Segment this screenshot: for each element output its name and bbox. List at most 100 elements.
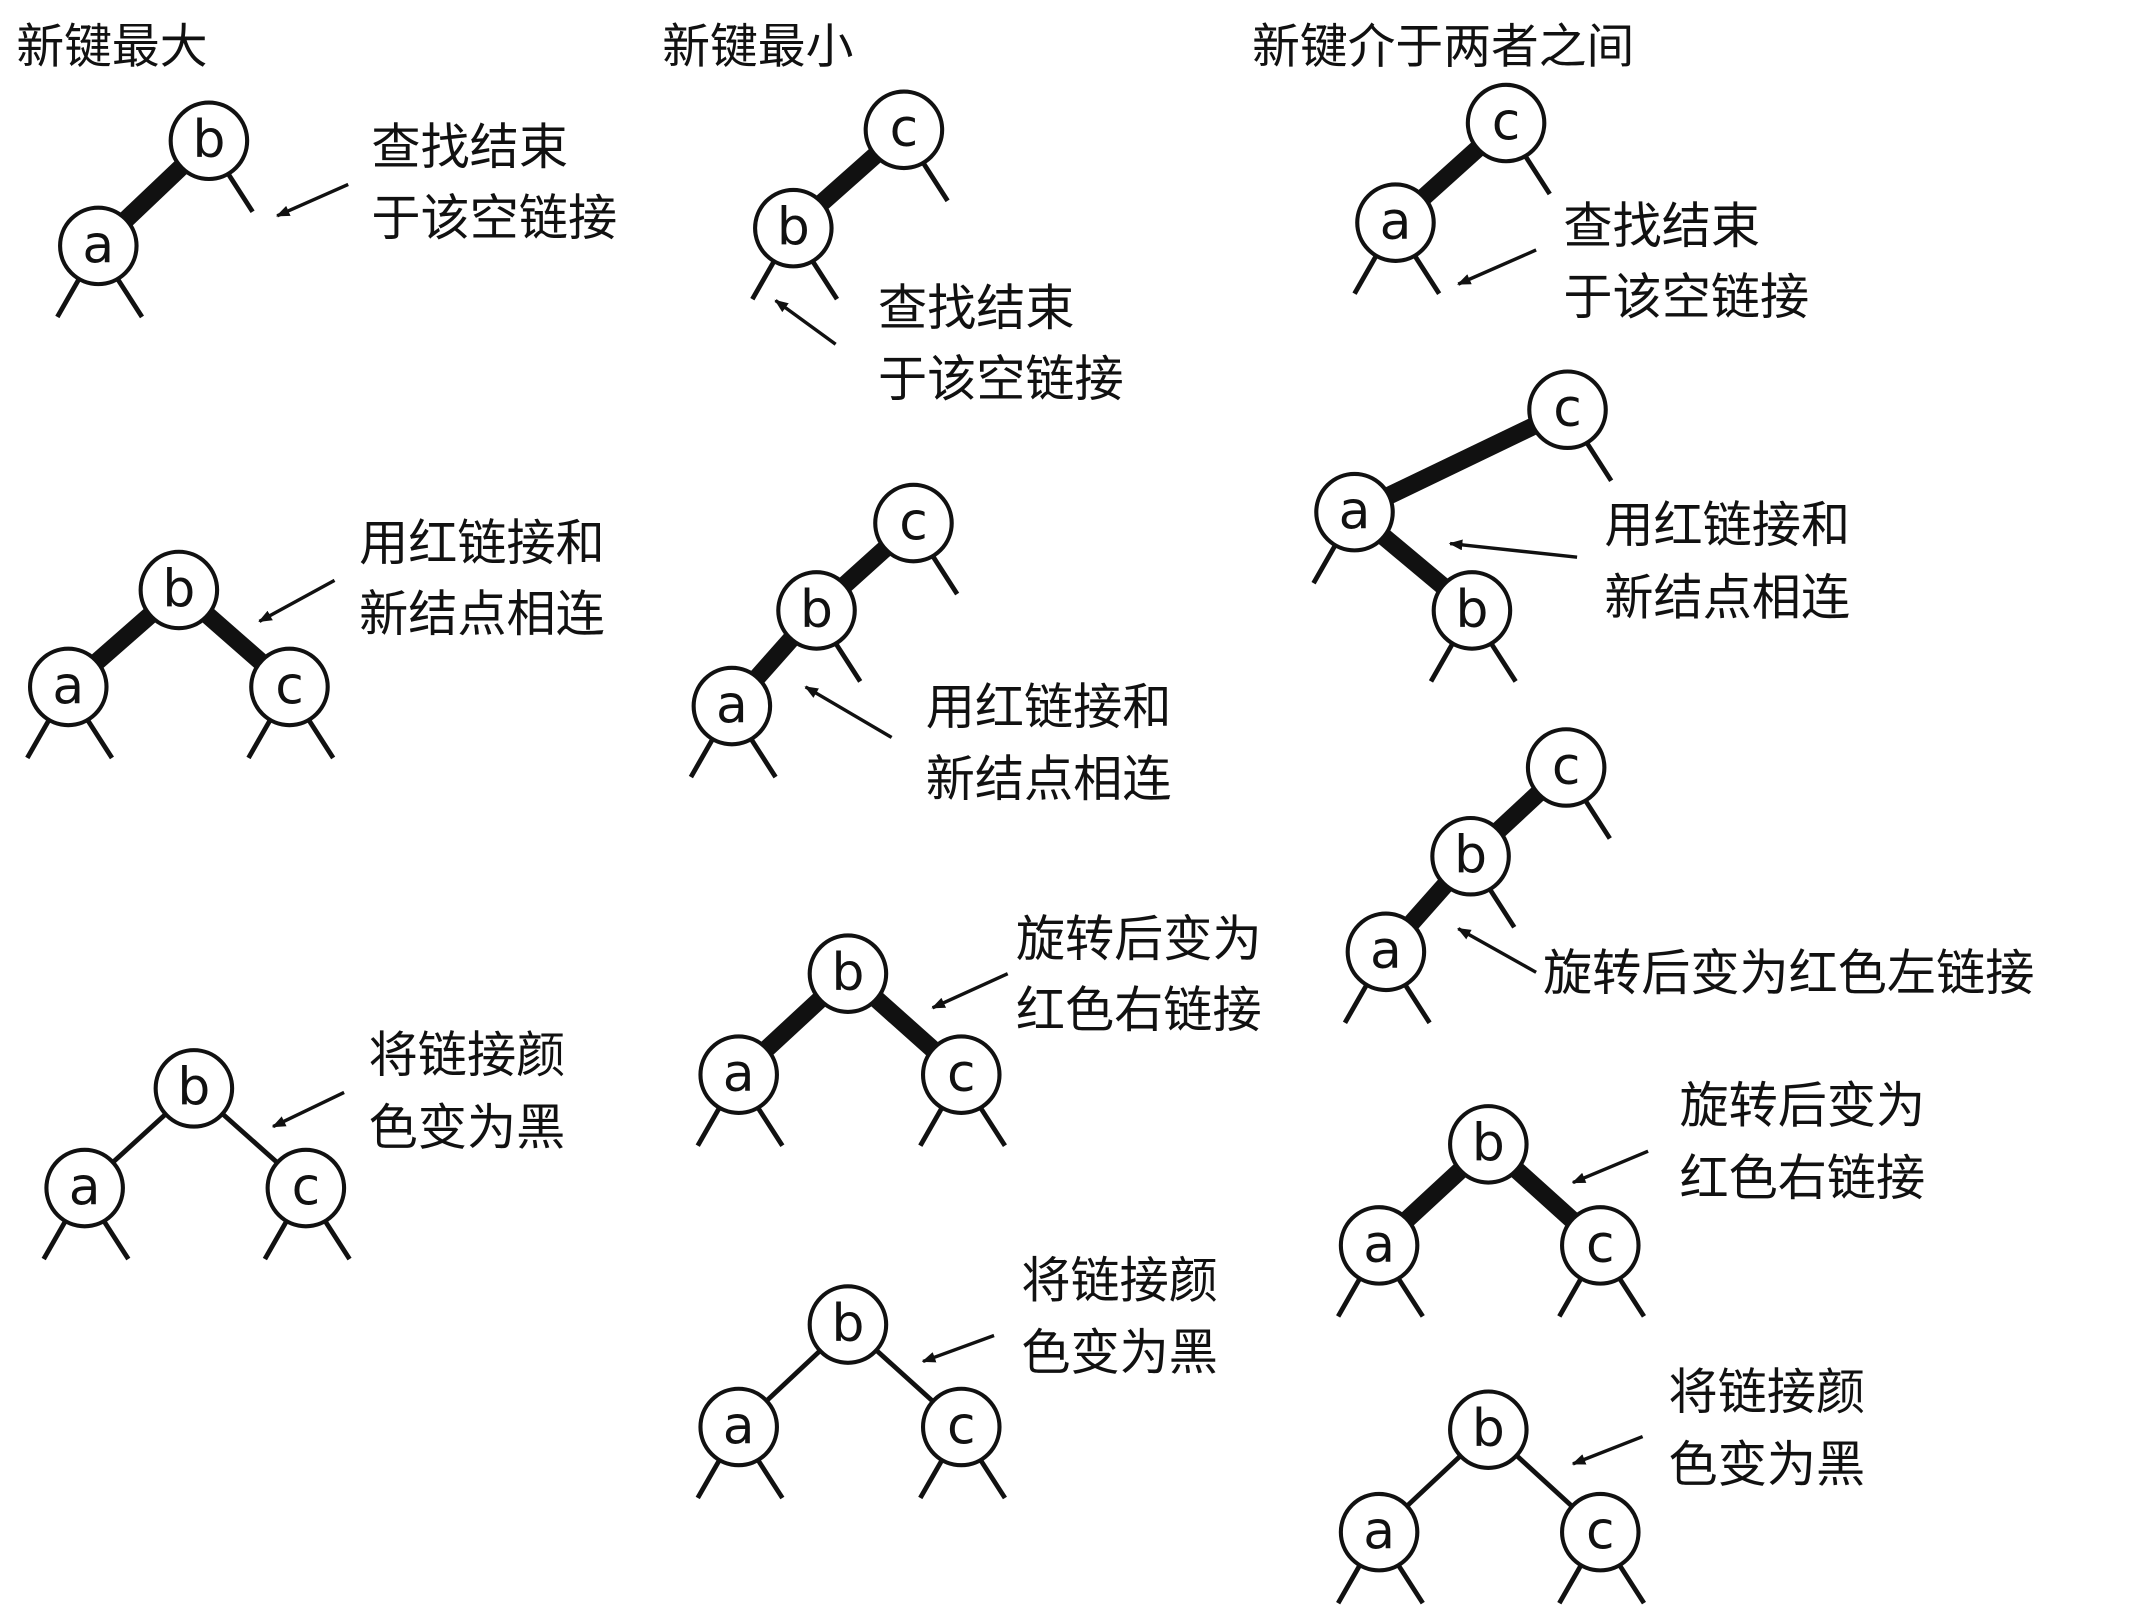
- tree-node: [1338, 1491, 1420, 1573]
- annotation-line: 于该空链接: [1563, 268, 1809, 326]
- node-key: a: [52, 656, 84, 716]
- null-link-right: [748, 737, 778, 779]
- tree-node: [1465, 82, 1547, 164]
- node-key: a: [82, 215, 114, 275]
- node-key: c: [1492, 92, 1521, 152]
- tree-node: [698, 1034, 779, 1115]
- annotation-line: 新结点相连: [926, 750, 1172, 808]
- null-link-left: [1336, 1276, 1363, 1318]
- node-key: b: [800, 580, 833, 640]
- annotation-line: 色变为黑: [1669, 1436, 1866, 1494]
- arrow-icon: [1448, 539, 1578, 559]
- tree-node: [873, 482, 954, 564]
- null-link-right: [810, 259, 840, 301]
- null-link-left: [246, 718, 273, 760]
- null-link-left: [1352, 254, 1379, 295]
- node-key: b: [1472, 1114, 1505, 1174]
- node-key: b: [1455, 580, 1488, 640]
- annotation-line: 查找结束: [371, 118, 568, 176]
- null-link-left: [25, 718, 52, 760]
- null-link-left: [41, 1219, 68, 1261]
- annotation-line: 旋转后变为: [1679, 1077, 1925, 1135]
- arrow-icon: [271, 1090, 345, 1129]
- tree-node: [807, 933, 889, 1014]
- node-key: a: [69, 1157, 101, 1217]
- null-link-right: [978, 1458, 1007, 1500]
- annotation-line: 将链接颜: [369, 1026, 566, 1084]
- arrow-icon: [1571, 1434, 1644, 1466]
- node-key: a: [723, 1396, 755, 1456]
- column-title-smallest: 新键最小: [662, 20, 853, 75]
- node-key: b: [192, 110, 225, 170]
- null-link-left: [918, 1458, 945, 1500]
- null-link-right: [833, 641, 863, 683]
- tree-node: [863, 89, 945, 171]
- tree-node: [153, 1048, 235, 1129]
- null-link-left: [1342, 983, 1369, 1025]
- tree-node: [1338, 1205, 1420, 1286]
- node-key: a: [1339, 482, 1371, 542]
- annotation-line: 新结点相连: [359, 585, 605, 643]
- null-link-right: [322, 1219, 352, 1261]
- annotation-line: 查找结束: [878, 279, 1075, 337]
- tree-node: [1345, 911, 1427, 993]
- null-link-left: [262, 1219, 289, 1261]
- tree-node: [776, 570, 857, 651]
- tree-node: [807, 1284, 889, 1365]
- null-link-right: [1617, 1563, 1646, 1605]
- annotation-line: 将链接颜: [1669, 1363, 1866, 1421]
- null-link-right: [921, 161, 950, 203]
- node-key: c: [275, 656, 304, 716]
- tree-node: [1314, 471, 1395, 553]
- arrow-icon: [258, 578, 336, 623]
- tree-node: [1448, 1389, 1529, 1471]
- arrow-icon: [1457, 927, 1537, 974]
- annotation-line: 用红链接和: [359, 514, 605, 572]
- null-link-right: [978, 1106, 1007, 1148]
- null-link-left: [55, 277, 82, 319]
- annotation-line: 色变为黑: [369, 1098, 566, 1156]
- arrow-icon: [921, 1333, 995, 1364]
- node-key: c: [947, 1044, 976, 1104]
- annotation-line: 用红链接和: [1604, 496, 1850, 554]
- annotation-line: 将链接颜: [1021, 1251, 1218, 1309]
- tree-node: [168, 100, 250, 182]
- null-link-right: [1523, 154, 1552, 196]
- node-key: a: [1370, 921, 1402, 981]
- node-key: c: [292, 1157, 321, 1217]
- node-key: b: [831, 943, 864, 1003]
- null-link-left: [918, 1106, 945, 1147]
- column-title-largest: 新键最大: [16, 20, 207, 75]
- arrow-icon: [804, 685, 893, 739]
- annotation-line: 于该空链接: [371, 189, 617, 247]
- null-link-right: [755, 1106, 785, 1148]
- tree-node: [691, 665, 773, 747]
- null-link-left: [1557, 1276, 1584, 1318]
- null-link-right: [1396, 1563, 1425, 1605]
- annotation-line: 旋转后变为红色左链接: [1543, 944, 2034, 1002]
- null-link-right: [101, 1219, 131, 1261]
- tree-node: [1560, 1491, 1641, 1573]
- node-key: b: [162, 559, 195, 619]
- null-link-left: [695, 1106, 722, 1147]
- node-key: b: [1454, 826, 1487, 886]
- tree-node: [44, 1147, 125, 1229]
- annotation-line: 色变为黑: [1021, 1324, 1218, 1382]
- column-title-between: 新键介于两者之间: [1252, 20, 1634, 75]
- annotation-line: 查找结束: [1563, 197, 1760, 255]
- null-link-right: [1617, 1276, 1646, 1318]
- tree-node: [1431, 570, 1513, 651]
- null-link-right: [1396, 1276, 1425, 1318]
- tree-node: [753, 187, 834, 269]
- null-link-right: [1584, 441, 1614, 483]
